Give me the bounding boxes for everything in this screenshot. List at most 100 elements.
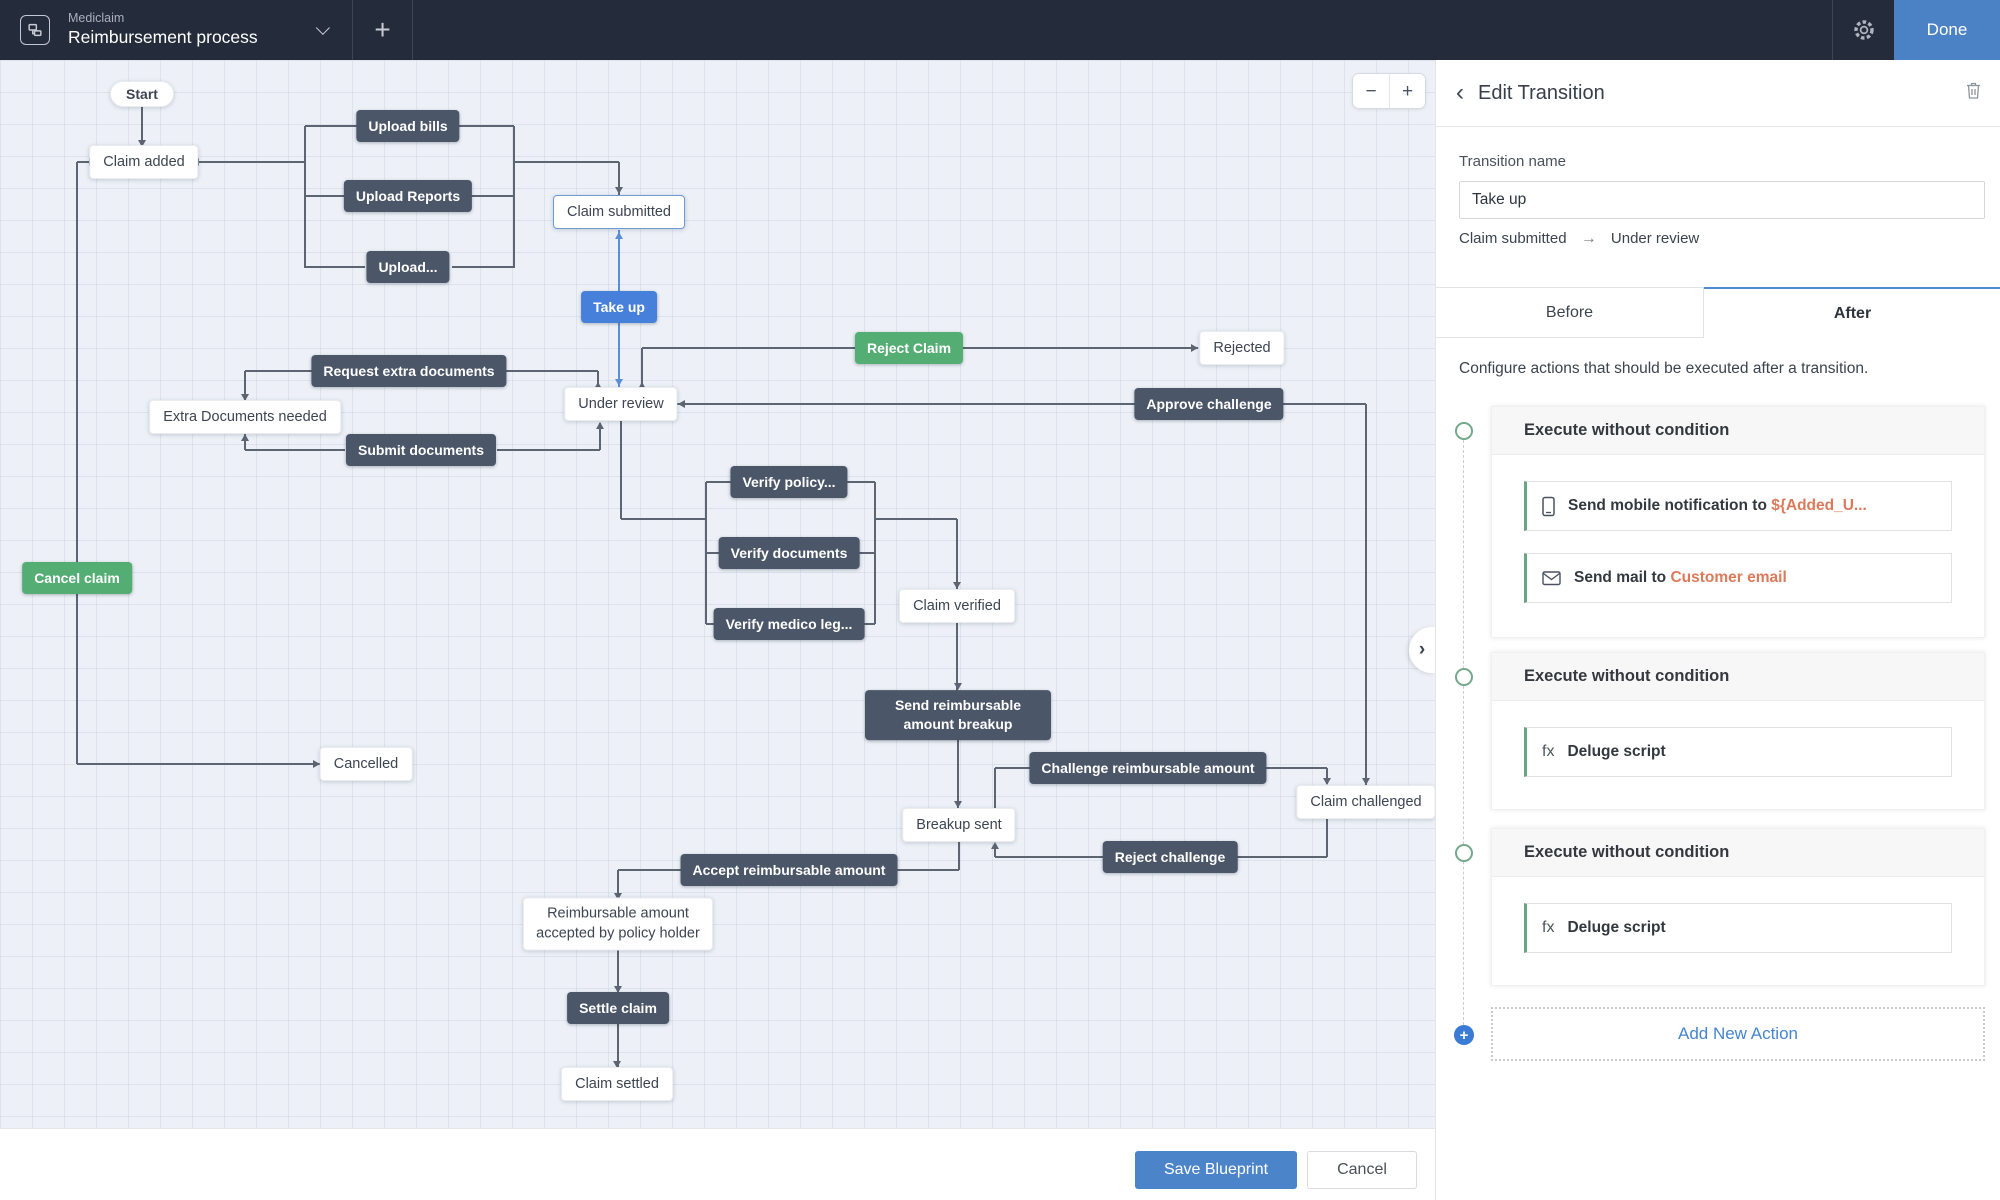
flow-arrowhead-icon: [637, 382, 646, 389]
transition-route: Claim submitted → Under review: [1459, 230, 1699, 248]
flow-node-claim-verified[interactable]: Claim verified: [899, 589, 1015, 623]
flow-edge: [1365, 404, 1367, 786]
flow-arrowhead-icon: [240, 394, 249, 401]
action-send-mobile-notification[interactable]: Send mobile notification to ${Added_U...: [1524, 481, 1952, 531]
flow-node-submit-documents[interactable]: Submit documents: [345, 434, 497, 466]
action-highlight: ${Added_U...: [1771, 497, 1867, 514]
flow-node-approve-challenge[interactable]: Approve challenge: [1134, 388, 1284, 420]
action-deluge-script[interactable]: fx Deluge script: [1524, 903, 1952, 953]
flow-edge: [304, 126, 306, 268]
flow-edge: [994, 844, 996, 857]
flow-edge: [513, 126, 515, 268]
flow-node-verify-documents[interactable]: Verify documents: [718, 537, 860, 569]
flow-edge: [141, 105, 143, 147]
flow-edge: [617, 947, 619, 993]
flow-node-cancelled[interactable]: Cancelled: [319, 747, 413, 781]
flow-edge: [676, 403, 1366, 405]
zoom-out-button[interactable]: −: [1353, 74, 1389, 108]
panel-header: ‹ Edit Transition: [1436, 60, 2000, 127]
flow-node-verify-policy[interactable]: Verify policy...: [730, 466, 848, 498]
add-new-action-button[interactable]: Add New Action: [1491, 1007, 1985, 1061]
flow-edge: [706, 481, 746, 483]
flow-node-request-extra-documents[interactable]: Request extra documents: [311, 355, 507, 387]
flow-arrowhead-icon: [953, 801, 962, 808]
flow-node-reject-challenge[interactable]: Reject challenge: [1102, 841, 1238, 873]
flow-node-extra-documents-needed[interactable]: Extra Documents needed: [149, 400, 341, 434]
process-name: Reimbursement process: [68, 26, 258, 47]
flow-edge: [305, 125, 365, 127]
flow-edge: [957, 738, 959, 808]
flow-edge: [618, 230, 620, 292]
flow-node-rejected[interactable]: Rejected: [1199, 331, 1285, 365]
flow-node-under-review[interactable]: Under review: [564, 387, 678, 421]
action-group-2: Execute without condition fx Deluge scri…: [1491, 652, 1985, 810]
tab-after[interactable]: After: [1704, 287, 2000, 338]
route-to-state: Under review: [1610, 230, 1700, 247]
canvas-footer: Save Blueprint Cancel: [0, 1128, 1435, 1200]
flow-edge: [190, 161, 305, 163]
action-text: Deluge script: [1567, 919, 1666, 936]
flow-node-verify-medico-leg[interactable]: Verify medico leg...: [713, 608, 865, 640]
flow-node-reimbursable-amount-accepted-by-policy-holder[interactable]: Reimbursable amount accepted by policy h…: [523, 897, 713, 951]
flow-arrowhead-icon: [1361, 778, 1370, 785]
flow-edge: [617, 870, 619, 900]
save-blueprint-button[interactable]: Save Blueprint: [1135, 1151, 1297, 1189]
tab-before[interactable]: Before: [1436, 287, 1704, 338]
flow-node-challenge-reimbursable-amount[interactable]: Challenge reimbursable amount: [1029, 752, 1267, 784]
zoom-in-button[interactable]: +: [1389, 74, 1425, 108]
flow-arrowhead-icon: [990, 842, 999, 849]
flow-node-accept-reimbursable-amount[interactable]: Accept reimbursable amount: [680, 854, 898, 886]
action-group-3: Execute without condition fx Deluge scri…: [1491, 828, 1985, 986]
action-text: Send mail to: [1574, 569, 1671, 586]
delete-transition-button[interactable]: [1965, 81, 1982, 105]
flow-node-take-up[interactable]: Take up: [581, 291, 657, 323]
flow-node-upload-reports[interactable]: Upload Reports: [343, 180, 473, 212]
flow-node-claim-added[interactable]: Claim added: [89, 145, 199, 179]
done-button[interactable]: Done: [1894, 0, 2000, 60]
flow-edge: [621, 518, 706, 520]
route-from-state: Claim submitted: [1459, 230, 1567, 247]
action-send-mail[interactable]: Send mail to Customer email: [1524, 553, 1952, 603]
flow-node-claim-challenged[interactable]: Claim challenged: [1296, 785, 1435, 819]
flow-arrowhead-icon: [614, 187, 623, 194]
flow-arrowhead-icon: [614, 232, 623, 239]
flow-arrowhead-icon: [614, 379, 623, 386]
flow-edge: [452, 125, 514, 127]
flow-arrowhead-icon: [953, 683, 962, 690]
process-tab[interactable]: Mediclaim Reimbursement process: [0, 0, 353, 60]
flow-edge: [245, 449, 345, 451]
flow-edge: [597, 371, 599, 388]
flow-node-upload[interactable]: Upload...: [366, 251, 450, 283]
cancel-button[interactable]: Cancel: [1307, 1151, 1417, 1189]
flow-edge: [245, 370, 331, 372]
chevron-down-icon[interactable]: [315, 20, 330, 35]
back-icon[interactable]: ‹: [1456, 79, 1464, 106]
actions-rail: [1463, 440, 1464, 1035]
group-header: Execute without condition: [1492, 407, 1984, 455]
tab-description: Configure actions that should be execute…: [1459, 360, 1869, 377]
flow-node-cancel-claim[interactable]: Cancel claim: [22, 562, 132, 594]
action-deluge-script[interactable]: fx Deluge script: [1524, 727, 1952, 777]
route-arrow-icon: →: [1580, 230, 1597, 247]
add-process-button[interactable]: +: [353, 0, 413, 60]
flow-edge: [958, 840, 960, 870]
flow-node-settle-claim[interactable]: Settle claim: [567, 992, 669, 1024]
flow-arrowhead-icon: [593, 382, 602, 389]
flow-edge: [835, 481, 875, 483]
flow-node-start[interactable]: Start: [110, 81, 174, 107]
mail-icon: [1542, 570, 1561, 585]
flow-node-claim-submitted[interactable]: Claim submitted: [553, 195, 685, 229]
flow-node-send-reimbursable-amount-breakup[interactable]: Send reimbursable amount breakup: [865, 690, 1051, 740]
gear-icon: [1853, 20, 1874, 40]
flow-node-breakup-sent[interactable]: Breakup sent: [902, 808, 1016, 842]
settings-button[interactable]: [1832, 0, 1894, 60]
before-after-tabs: Before After: [1436, 287, 2000, 338]
add-action-plus-icon[interactable]: +: [1454, 1025, 1474, 1045]
transition-name-input[interactable]: [1459, 181, 1985, 219]
flow-node-claim-settled[interactable]: Claim settled: [561, 1067, 673, 1101]
rail-node-icon: [1455, 422, 1473, 440]
flow-node-reject-claim[interactable]: Reject Claim: [854, 332, 964, 364]
panel-title: Edit Transition: [1478, 81, 1605, 104]
flow-node-upload-bills[interactable]: Upload bills: [356, 110, 460, 142]
